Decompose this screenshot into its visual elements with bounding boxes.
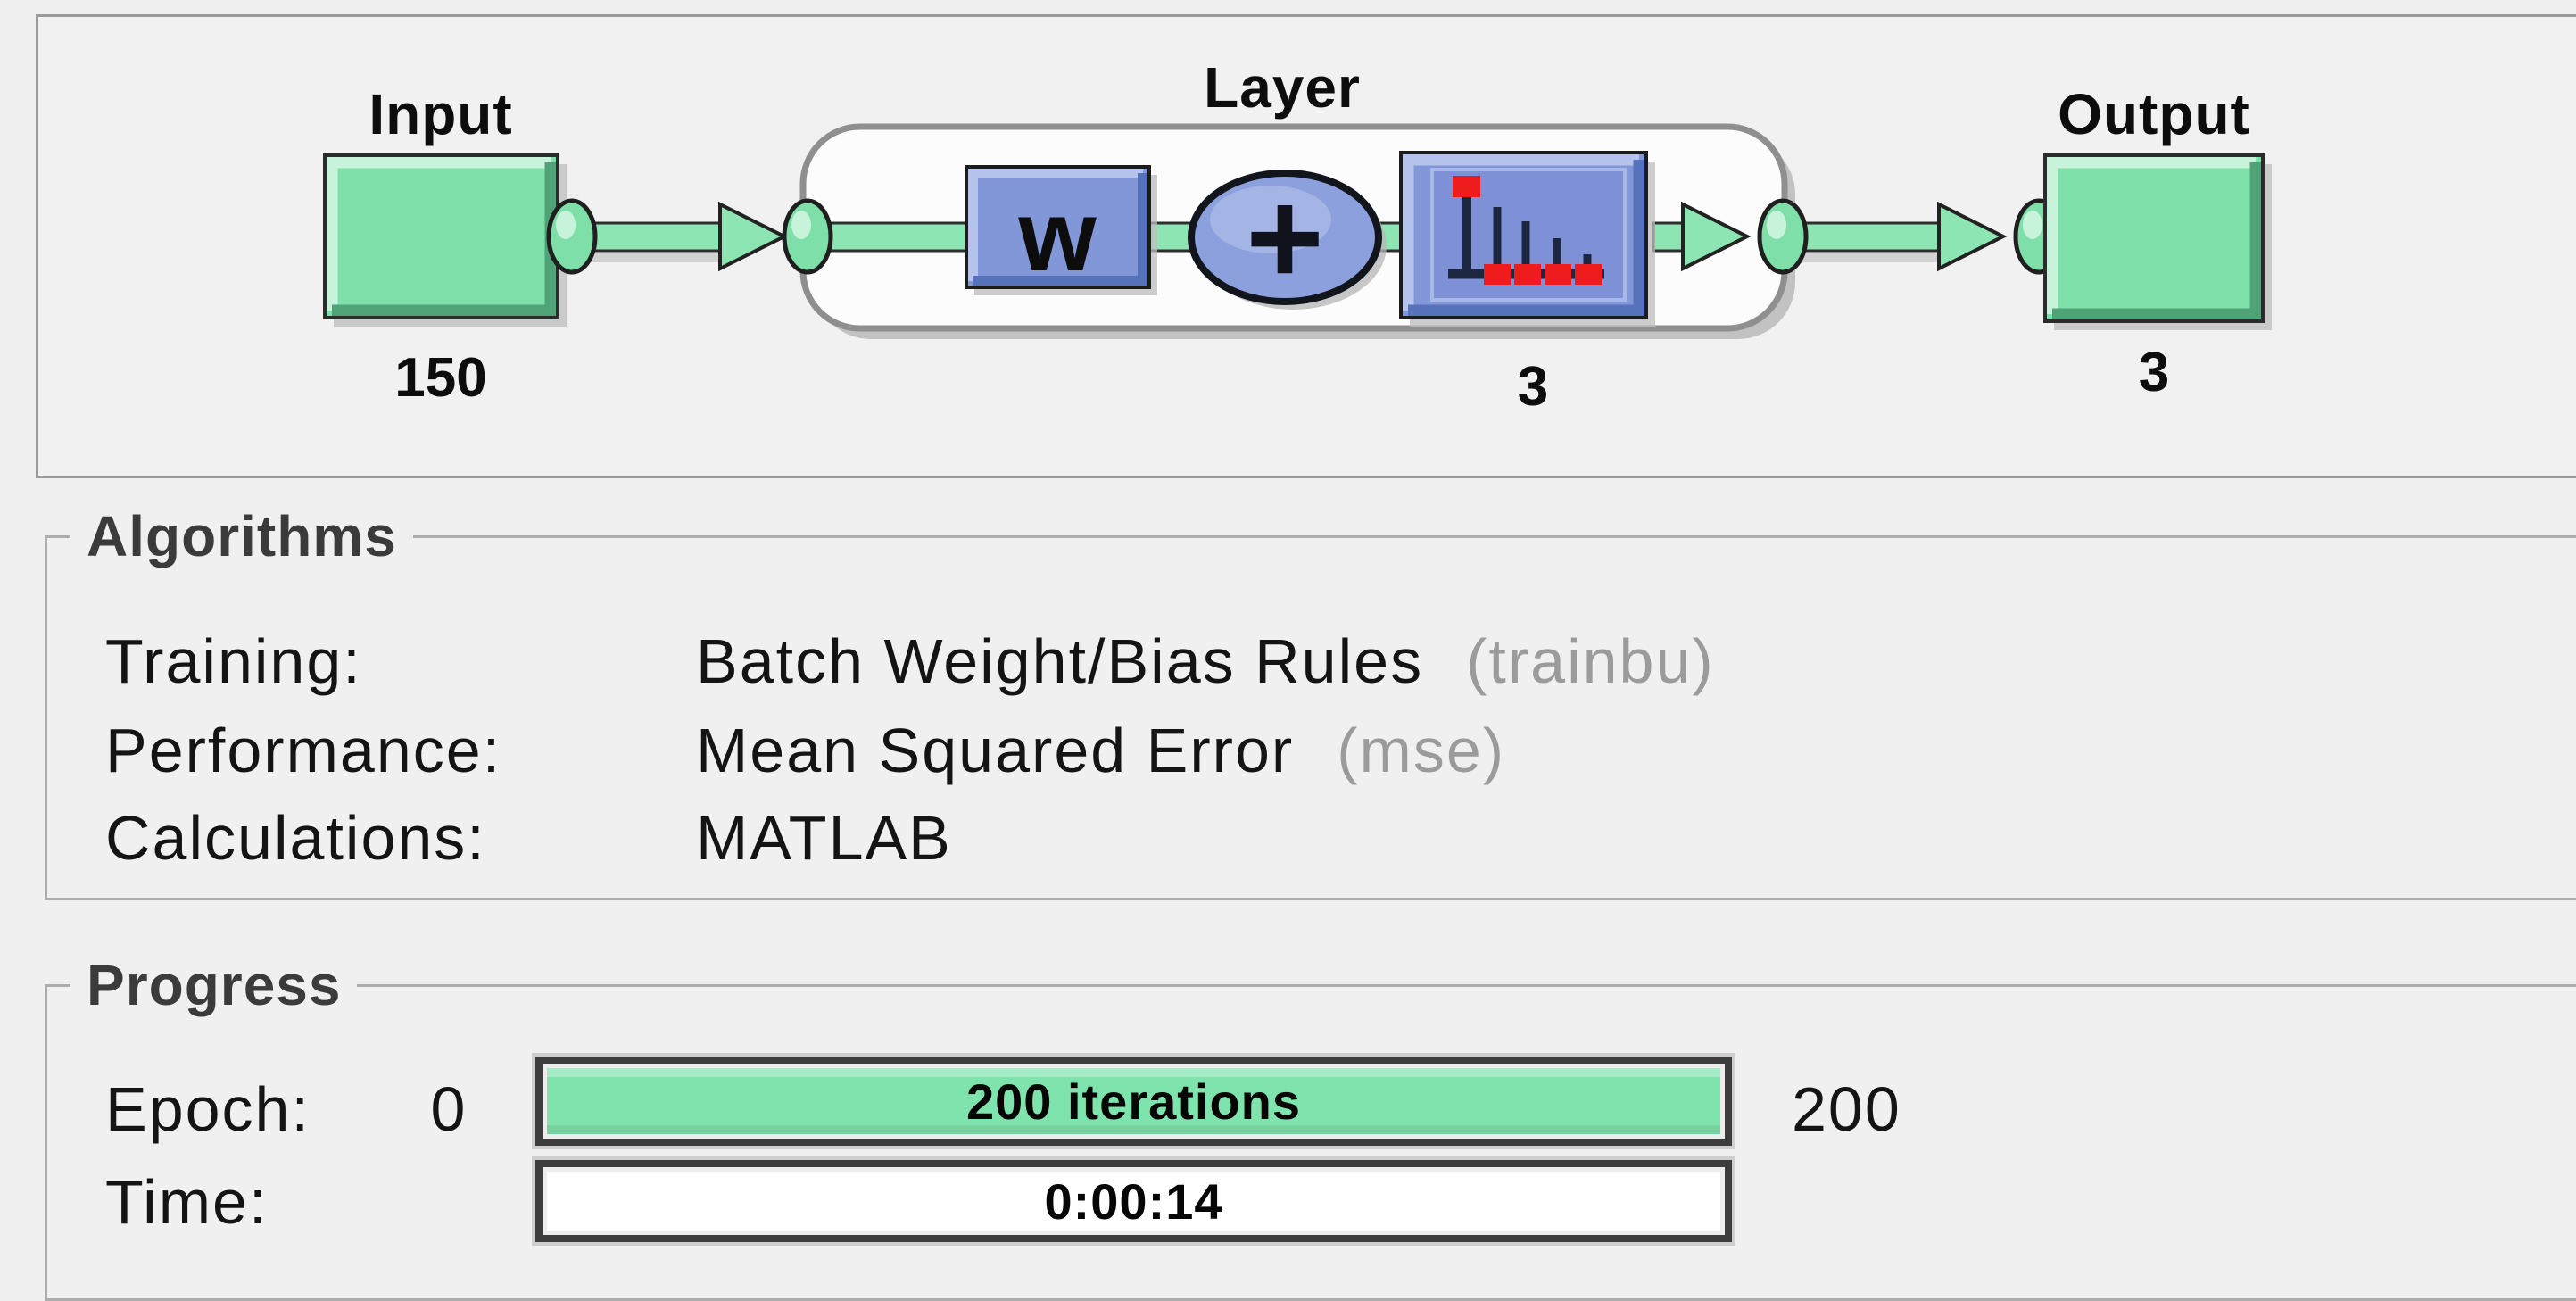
output-block (2043, 153, 2272, 330)
time-label: Time: (105, 1167, 269, 1237)
epoch-progress-fill: 200 iterations (547, 1068, 1720, 1134)
row-value-text: Mean Squared Error (696, 716, 1295, 785)
output-size: 3 (2139, 342, 2169, 403)
progress-section: Progress Epoch: 0 200 iterations 200 Tim… (45, 951, 2576, 1301)
progress-title: Progress (70, 951, 358, 1019)
epoch-max-value: 200 (1792, 1074, 1901, 1144)
row-value-text: Batch Weight/Bias Rules (696, 626, 1424, 696)
row-value: Mean Squared Error (mse) (696, 715, 1505, 786)
time-display-fill: 0:00:14 (547, 1172, 1720, 1231)
arrow-icon (718, 201, 2008, 272)
epoch-current-value: 0 (430, 1074, 468, 1144)
sum-symbol: + (1246, 162, 1324, 312)
epoch-progress-bar: 200 iterations (532, 1053, 1735, 1149)
algorithms-title: Algorithms (70, 502, 413, 570)
input-size: 150 (394, 347, 486, 409)
sum-block: + (1188, 162, 1387, 312)
row-value: Batch Weight/Bias Rules (trainbu) (696, 626, 1715, 697)
time-display-track: 0:00:14 (535, 1160, 1732, 1242)
input-block (323, 153, 567, 327)
algorithms-section: Algorithms Training: Batch Weight/Bias R… (45, 502, 2576, 900)
output-label: Output (2058, 82, 2250, 146)
weight-symbol: w (1017, 180, 1097, 292)
input-label: Input (369, 82, 512, 146)
network-diagram: w + (323, 55, 2272, 418)
row-label: Performance: (105, 716, 502, 785)
row-code: (trainbu) (1466, 626, 1715, 696)
epoch-progress-track: 200 iterations (535, 1057, 1732, 1146)
epoch-label: Epoch: (105, 1074, 311, 1144)
row-label: Calculations: (105, 803, 486, 873)
weight-block: w (965, 165, 1157, 295)
time-value: 0:00:14 (1044, 1173, 1223, 1230)
transfer-block (1399, 151, 1655, 327)
row-value-text: MATLAB (696, 803, 952, 873)
row-label: Training: (105, 626, 362, 696)
transfer-function-icon (1448, 176, 1604, 285)
layer-label: Layer (1204, 55, 1361, 120)
network-diagram-panel: w + (36, 14, 2576, 478)
row-code: (mse) (1337, 716, 1506, 785)
connector-node (546, 198, 2065, 275)
layer-size: 3 (1518, 356, 1548, 418)
time-display-box: 0:00:14 (532, 1156, 1735, 1246)
row-value: MATLAB (696, 802, 995, 874)
epoch-bar-text: 200 iterations (965, 1073, 1302, 1130)
